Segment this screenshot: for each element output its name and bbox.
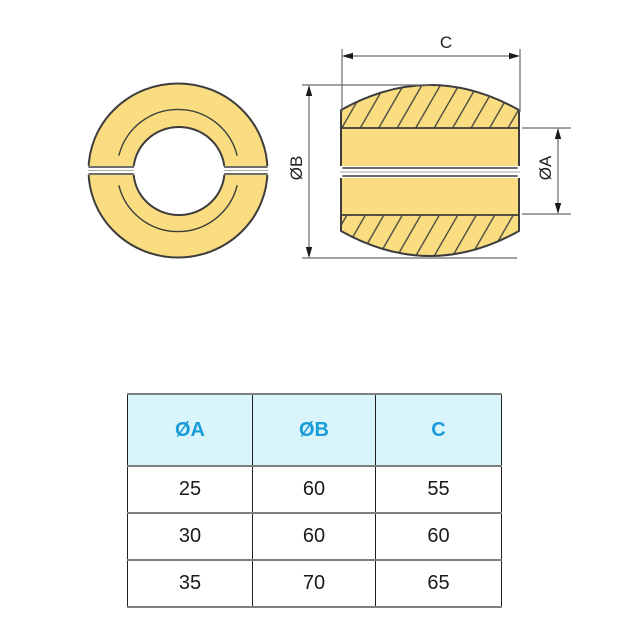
arrowhead-up: [305, 85, 313, 96]
table-header-cell-ob: ØB: [252, 393, 376, 467]
table-cell: 60: [252, 512, 376, 561]
table-cell: 60: [375, 512, 502, 561]
section-view: [338, 84, 522, 257]
arrowhead-down: [305, 247, 313, 258]
table-cell: 35: [127, 559, 253, 608]
dim-label-c: C: [440, 33, 452, 52]
hatch-region-bottom: [341, 215, 519, 256]
arrowhead-left: [342, 52, 353, 60]
arrowhead-down: [554, 203, 562, 214]
table-header-row: ØA ØB C: [127, 393, 502, 467]
spec-table: ØA ØB C 25 60 55 30 60 60 35 70 65: [127, 393, 502, 608]
drawing-views: C ØB ØA: [84, 33, 571, 259]
ring-split-gap: [84, 166, 272, 175]
table-row: 30 60 60: [127, 512, 502, 561]
hatch-region-top: [341, 85, 519, 128]
dim-label-oa: ØA: [536, 155, 555, 180]
table-cell: 25: [127, 465, 253, 514]
ring-groove-arc-bottom: [118, 185, 238, 233]
table-header-cell-c: C: [375, 393, 502, 467]
table-cell: 55: [375, 465, 502, 514]
table-cell: 60: [252, 465, 376, 514]
ring-split-edges: [88, 166, 268, 175]
ring-groove-arc-top: [118, 108, 238, 156]
table-cell: 65: [375, 559, 502, 608]
arrowhead-up: [554, 128, 562, 139]
barrel-split-edges: [342, 167, 518, 177]
table-row: 35 70 65: [127, 559, 502, 608]
arrowhead-right: [509, 52, 520, 60]
dimension-c: C: [341, 33, 521, 112]
dimension-oa: ØA: [522, 127, 571, 215]
front-view: [84, 82, 272, 259]
dimension-ob: ØB: [287, 84, 517, 259]
dim-label-ob: ØB: [287, 156, 306, 181]
table-cell: 30: [127, 512, 253, 561]
table-header-cell-oa: ØA: [127, 393, 253, 467]
table-cell: 70: [252, 559, 376, 608]
table-row: 25 60 55: [127, 465, 502, 514]
